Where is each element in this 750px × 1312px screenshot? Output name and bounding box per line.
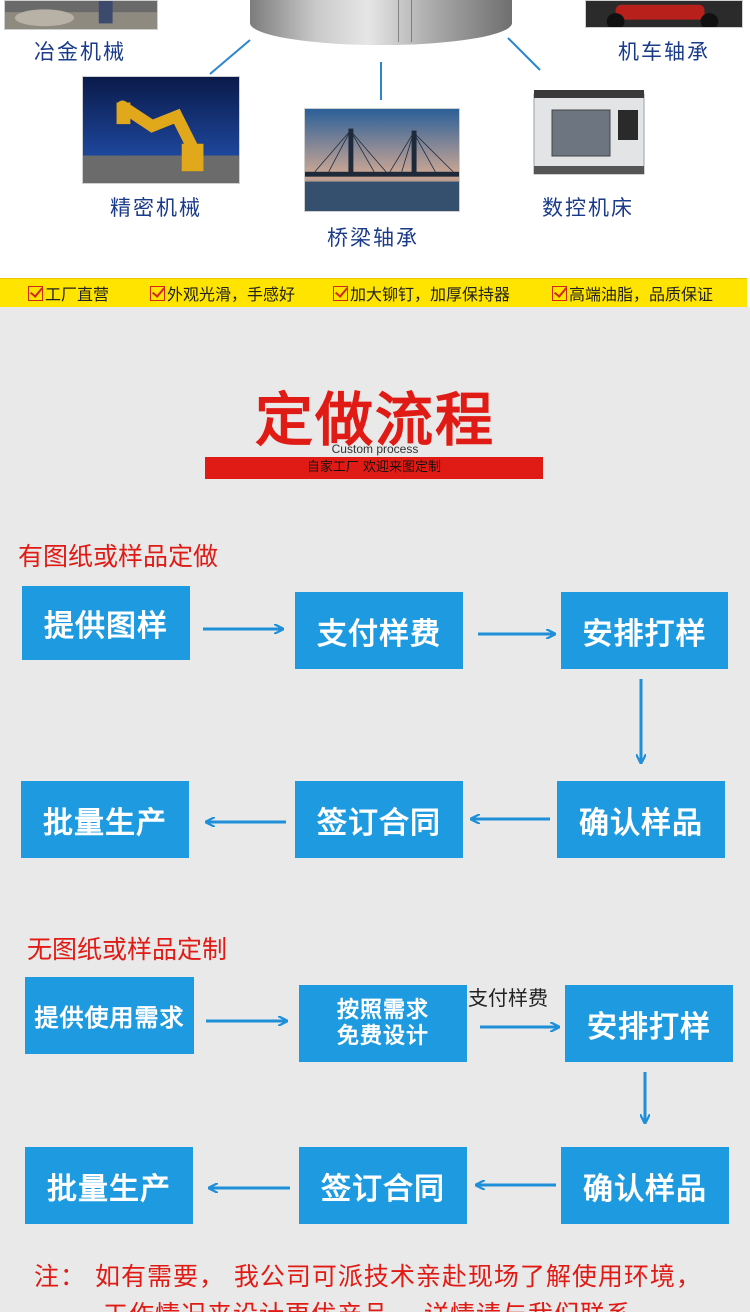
- label-bridge-bearing: 桥梁轴承: [327, 226, 419, 250]
- feature-item: 工厂直营: [28, 282, 109, 304]
- label-precision-machinery: 精密机械: [110, 196, 202, 220]
- step-sign-contract: 签订合同: [299, 1147, 467, 1224]
- divider: [747, 278, 750, 307]
- label-metallurgy: 冶金机械: [34, 40, 126, 64]
- cnc-machine-image: [514, 80, 664, 186]
- without-drawing-heading: 无图纸或样品定制: [27, 935, 228, 964]
- feature-item: 加大铆钉，加厚保持器: [333, 282, 510, 304]
- process-subtitle: Custom process: [331, 442, 419, 456]
- step-free-design: 按照需求 免费设计: [299, 985, 467, 1062]
- step-provide-requirements: 提供使用需求: [25, 977, 194, 1054]
- note-line-1: 注： 如有需要， 我公司可派技术亲赴现场了解使用环境，: [34, 1262, 702, 1291]
- with-drawing-heading: 有图纸或样品定做: [18, 542, 219, 571]
- bridge-image: [304, 108, 460, 212]
- applications-section: 冶金机械 机车轴承 精密机械: [0, 0, 750, 278]
- metallurgy-image: [4, 0, 158, 30]
- feature-item: 外观光滑，手感好: [150, 282, 295, 304]
- process-title: 定做流程: [254, 386, 495, 454]
- step-confirm-sample: 确认样品: [561, 1147, 729, 1224]
- step-arrange-sample: 安排打样: [561, 592, 728, 669]
- feature-item: 高端油脂，品质保证: [552, 282, 713, 304]
- step-mass-production: 批量生产: [25, 1147, 193, 1224]
- bearing-cylinder-image: [250, 0, 512, 45]
- label-motorcycle-bearing: 机车轴承: [618, 40, 710, 64]
- checkbox-icon: [150, 285, 165, 301]
- motorcycle-image: [585, 0, 743, 28]
- checkbox-icon: [552, 285, 567, 301]
- custom-process-section: 定做流程 Custom process 自家工厂 欢迎来图定制 有图纸或样品定做…: [0, 307, 750, 1312]
- note-line-2: 工作情况来设计更优产品， 详情请与我们联系: [103, 1295, 632, 1312]
- step-pay-sample-fee: 支付样费: [295, 592, 463, 669]
- checkbox-icon: [28, 285, 43, 301]
- step-confirm-sample: 确认样品: [557, 781, 725, 858]
- step-provide-drawing: 提供图样: [22, 586, 190, 660]
- precision-machinery-image: [82, 76, 240, 184]
- process-banner: 自家工厂 欢迎来图定制: [205, 457, 543, 479]
- step-mass-production: 批量生产: [21, 781, 189, 858]
- step-sign-contract: 签订合同: [295, 781, 463, 858]
- step-arrange-sample: 安排打样: [565, 985, 733, 1062]
- arrow-note-pay-fee: 支付样费: [468, 986, 548, 1010]
- label-cnc-machine: 数控机床: [542, 196, 634, 220]
- features-strip: 工厂直营 外观光滑，手感好 加大铆钉，加厚保持器 高端油脂，品质保证: [0, 278, 750, 307]
- checkbox-icon: [333, 285, 348, 301]
